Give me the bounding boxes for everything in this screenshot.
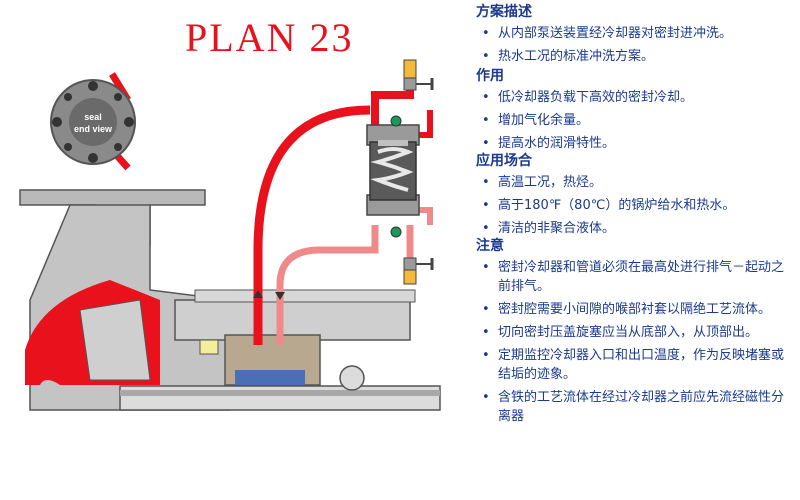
plan-title: PLAN 23	[185, 15, 354, 60]
flow-arrows	[253, 290, 285, 300]
section-application: 应用场合 高温工况，热烃。 高于180℉（80℃）的锅炉给水和热水。 清洁的非聚…	[476, 151, 735, 242]
list-item: 切向密封压盖旋塞应当从底部入，从顶部出。	[476, 323, 794, 342]
plan23-schematic: seal end view	[19, 59, 441, 411]
list-item: 热水工况的标准冲洗方案。	[476, 47, 732, 66]
list-item: 高温工况，热烃。	[476, 173, 735, 192]
seal-label-line1: seal	[84, 112, 102, 122]
list-item: 含铁的工艺流体在经过冷却器之前应先流经磁性分离器	[476, 388, 794, 426]
seal-label-line2: end view	[74, 124, 113, 134]
section-heading: 作用	[476, 68, 504, 84]
section-heading: 注意	[476, 238, 504, 254]
list-item: 密封冷却器和管道必须在最高处进行排气－起动之前排气。	[476, 258, 794, 296]
pump-casing	[19, 189, 441, 411]
top-vent-valve	[390, 59, 434, 127]
description-panel: 方案描述 从内部泵送装置经冷却器对密封进冲洗。 热水工况的标准冲洗方案。 作用 …	[476, 0, 794, 500]
list-item: 密封腔需要小间隙的喉部衬套以隔绝工艺流体。	[476, 300, 794, 319]
seal-end-view: seal end view	[50, 72, 136, 171]
section-description: 方案描述 从内部泵送装置经冷却器对密封进冲洗。 热水工况的标准冲洗方案。	[476, 2, 732, 70]
list-item: 从内部泵送装置经冷却器对密封进冲洗。	[476, 24, 732, 43]
list-item: 定期监控冷却器入口和出口温度，作为反映堵塞或结垢的迹象。	[476, 346, 794, 384]
seal-cooler	[366, 124, 420, 216]
section-notes: 注意 密封冷却器和管道必须在最高处进行排气－起动之前排气。 密封腔需要小间隙的喉…	[476, 236, 794, 430]
list-item: 增加气化余量。	[476, 111, 693, 130]
section-heading: 方案描述	[476, 4, 532, 20]
bottom-drain-valve	[390, 226, 434, 285]
list-item: 低冷却器负载下高效的密封冷却。	[476, 88, 693, 107]
section-heading: 应用场合	[476, 153, 532, 169]
section-function: 作用 低冷却器负载下高效的密封冷却。 增加气化余量。 提高水的润滑特性。	[476, 66, 693, 157]
list-item: 清洁的非聚合液体。	[476, 219, 735, 238]
list-item: 提高水的润滑特性。	[476, 134, 693, 153]
list-item: 高于180℉（80℃）的锅炉给水和热水。	[476, 196, 735, 215]
